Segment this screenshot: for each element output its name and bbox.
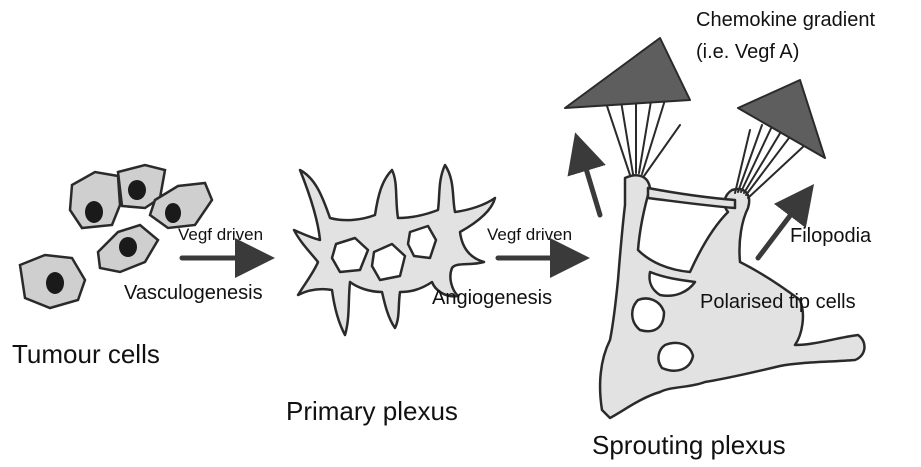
label-vasculogenesis: Vasculogenesis xyxy=(124,283,263,303)
nucleus xyxy=(85,201,103,223)
nucleus xyxy=(128,180,146,200)
label-vegf-driven-2: Vegf driven xyxy=(487,226,572,243)
label-filopodia: Filopodia xyxy=(790,226,871,246)
label-primary-plexus: Primary plexus xyxy=(286,398,458,424)
label-sprouting-plexus: Sprouting plexus xyxy=(592,432,786,458)
label-tumour-cells: Tumour cells xyxy=(12,341,160,367)
nucleus xyxy=(46,272,64,294)
arrow-up-left xyxy=(578,142,600,215)
label-angiogenesis: Angiogenesis xyxy=(432,288,552,308)
nucleus xyxy=(165,203,181,223)
primary-plexus xyxy=(294,165,495,335)
label-vegf-a: (i.e. Vegf A) xyxy=(696,42,799,62)
label-vegf-driven-1: Vegf driven xyxy=(178,226,263,243)
nucleus xyxy=(119,237,137,257)
label-chemokine-gradient: Chemokine gradient xyxy=(696,10,875,30)
label-polarised-tip-cells: Polarised tip cells xyxy=(700,292,856,312)
